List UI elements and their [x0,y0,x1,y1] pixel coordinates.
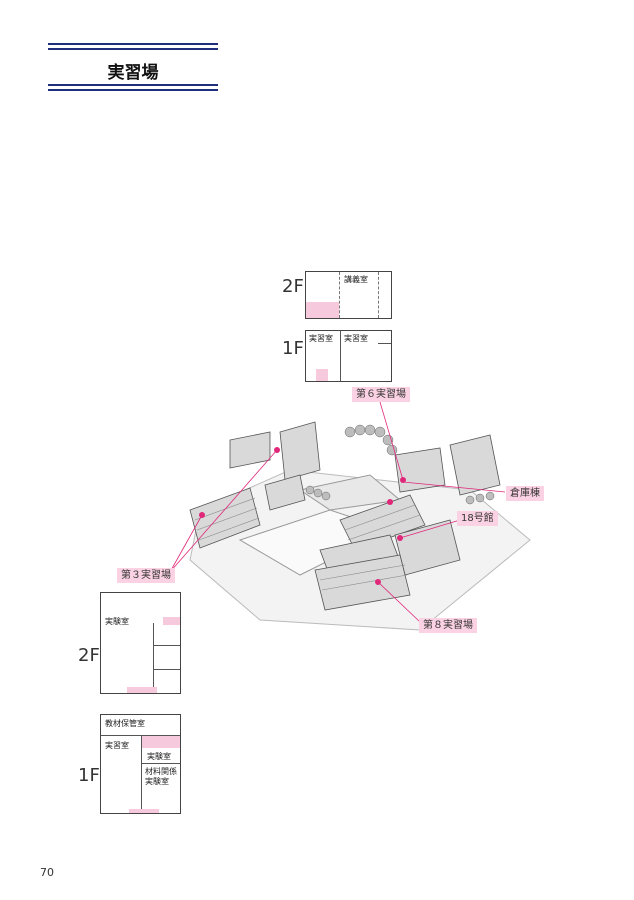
floor-label-2f-top: 2F [282,276,304,297]
highlight-room [163,617,180,625]
room-label: 材料関係 [145,767,177,776]
plan-wall [153,623,154,693]
floor-label-1f-bottom: 1F [78,765,100,786]
floor-label-1f-top: 1F [282,338,304,359]
highlight-room [142,736,180,748]
heading-rule-top [48,43,218,45]
heading-rule-bottom [48,84,218,86]
room-label: 講義室 [344,275,368,284]
callout-jisshujo-8: 第８実習場 [419,618,477,633]
plan-wall [153,669,180,670]
page-number: 70 [40,866,54,879]
callout-18gokan: 18号館 [457,511,498,526]
plan-wall [141,735,142,813]
room-label: 実習室 [344,334,368,343]
callout-jisshujo-6: 第６実習場 [352,387,410,402]
floor-label-2f-bottom: 2F [78,645,100,666]
room-label: 実習室 [309,334,333,343]
callout-jisshujo-3: 第３実習場 [117,568,175,583]
room-label: 実習室 [105,741,129,750]
callout-soko: 倉庫棟 [506,486,544,501]
plan-wall [378,343,391,344]
plan-wall [340,331,341,381]
plan-wall [153,645,180,646]
room-label: 教材保管室 [105,719,145,728]
floor-plan-2f-top: 講義室 [305,271,392,319]
heading-rule-bottom-2 [48,89,218,91]
page-title: 実習場 [107,63,159,83]
highlight-room [129,809,159,813]
plan-divider [339,272,340,318]
highlight-room [306,302,339,318]
floor-plan-1f-top: 実習室 実習室 [305,330,392,382]
plan-wall [101,735,180,736]
plan-wall [141,763,180,764]
highlight-room [316,369,328,381]
room-label: 実験室 [145,777,169,786]
room-label: 実験室 [147,752,171,761]
floor-plan-2f-bottom: 実験室 [100,592,181,694]
plan-divider [378,272,379,318]
heading-rule-top-2 [48,48,218,50]
room-label: 実験室 [105,617,129,626]
floor-plan-1f-bottom: 教材保管室 実習室 実験室 材料関係 実験室 [100,714,181,814]
campus-map-illustration [170,401,531,631]
highlight-room [127,687,157,693]
